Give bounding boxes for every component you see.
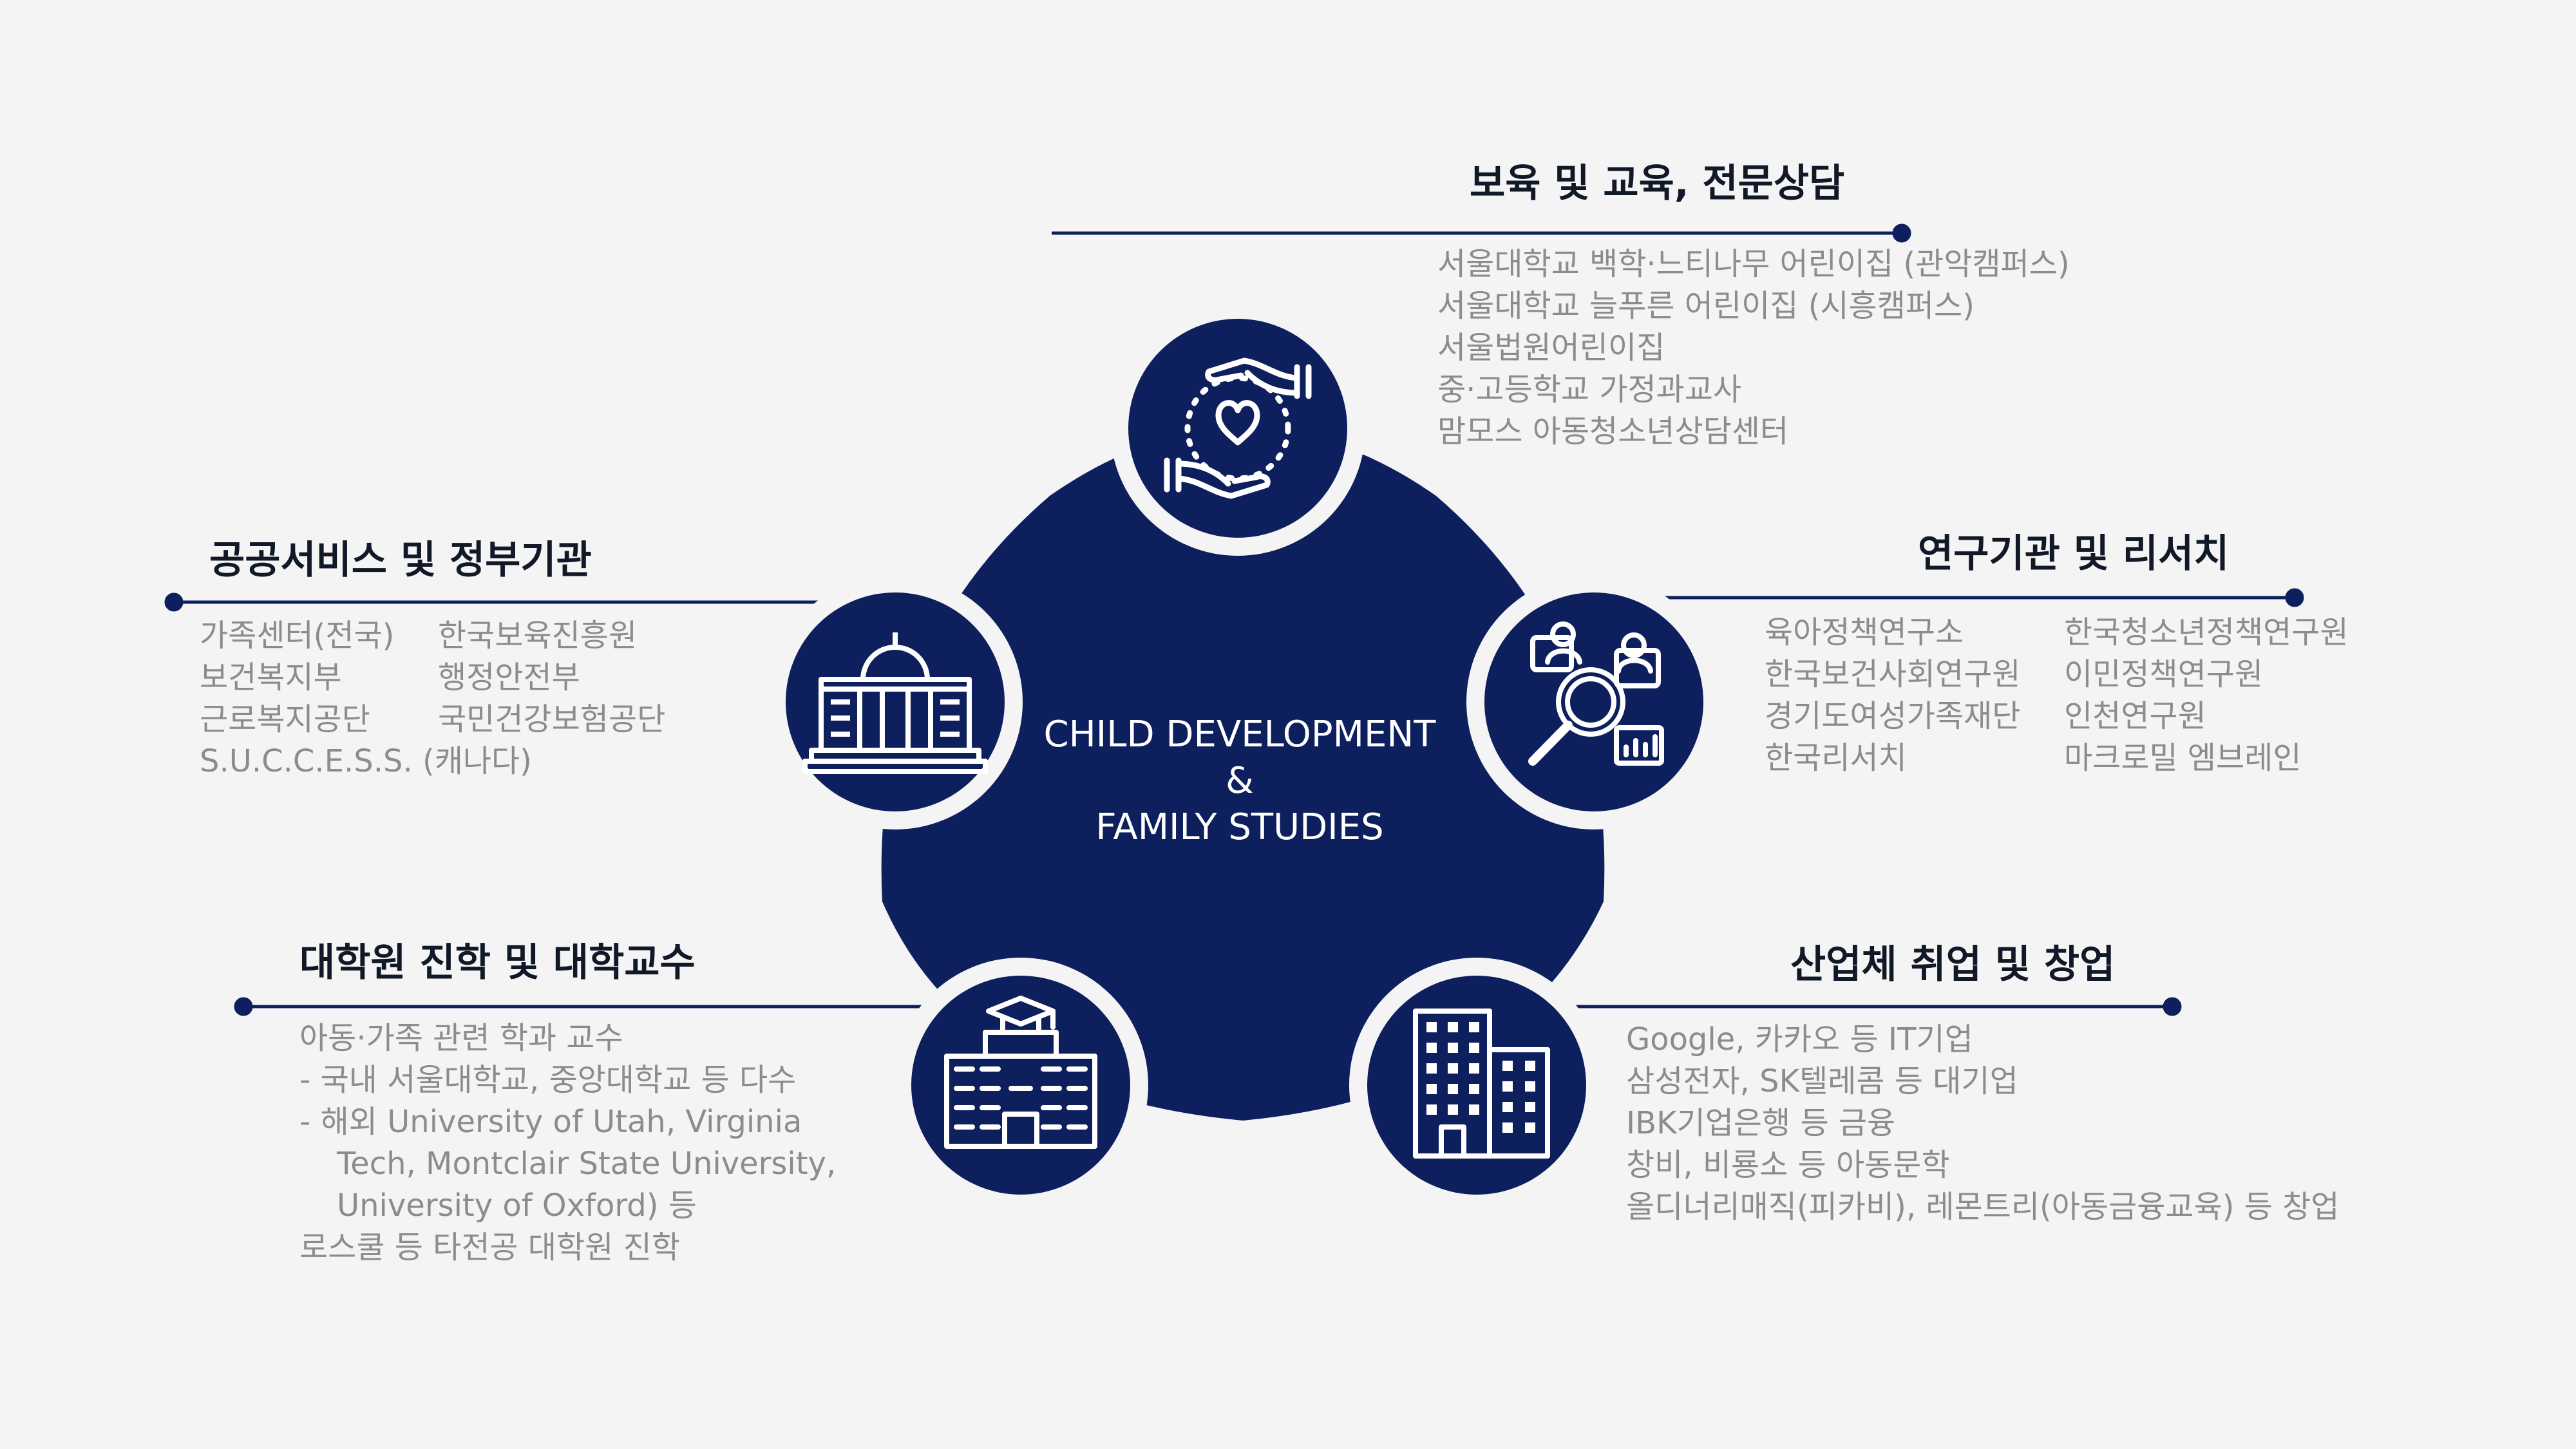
list-item: 중·고등학교 가정과교사	[1437, 372, 1742, 408]
list-item: 마크로밀 엠브레인	[2064, 740, 2302, 776]
university-building-icon	[944, 996, 1097, 1149]
list-item: IBK기업은행 등 금융	[1626, 1105, 1896, 1141]
node-research	[1466, 574, 1721, 829]
list-item: University of Oxford) 등	[337, 1188, 697, 1224]
list-item: S.U.C.C.E.S.S. (캐나다)	[200, 743, 532, 779]
connector-right-dot	[2285, 588, 2304, 607]
list-item: Google, 카카오 등 IT기업	[1626, 1021, 1973, 1057]
public-list: 가족센터(전국) 한국보육진흥원 보건복지부 행정안전부 근로복지공단 국민건강…	[200, 615, 665, 782]
center-pentagon	[881, 428, 1605, 1121]
list-item: 육아정책연구소	[1765, 614, 1964, 650]
list-item: 근로복지공단	[200, 701, 370, 737]
list-item: 이민정책연구원	[2064, 656, 2264, 692]
node-graduate	[893, 958, 1148, 1213]
list-item: - 국내 서울대학교, 중앙대학교 등 다수	[299, 1062, 797, 1098]
industry-list: Google, 카카오 등 IT기업 삼성전자, SK텔레콤 등 대기업 IBK…	[1626, 1019, 2339, 1228]
list-item: 경기도여성가족재단	[1765, 698, 2021, 734]
childcare-list: 서울대학교 백학·느티나무 어린이집 (관악캠퍼스) 서울대학교 늘푸른 어린이…	[1437, 243, 2070, 453]
list-item: 삼성전자, SK텔레콤 등 대기업	[1626, 1063, 2018, 1099]
list-item: 올디너리매직(피카비), 레몬트리(아동금융교육) 등 창업	[1626, 1189, 2340, 1225]
list-item: 한국보육진흥원	[438, 618, 638, 654]
research-list: 육아정책연구소 한국청소년정책연구원 한국보건사회연구원 이민정책연구원 경기도…	[1765, 612, 2349, 779]
list-item: - 해외 University of Utah, Virginia	[299, 1104, 802, 1140]
graduate-list: 아동·가족 관련 학과 교수 - 국내 서울대학교, 중앙대학교 등 다수 - …	[299, 1018, 836, 1269]
office-building-icon	[1413, 1009, 1550, 1159]
list-item: 창비, 비룡소 등 아동문학	[1626, 1147, 1950, 1183]
list-item: 한국보건사회연구원	[1765, 656, 2021, 692]
connector-top-dot	[1892, 223, 1911, 243]
research-magnifier-icon	[1528, 621, 1664, 766]
list-item: 아동·가족 관련 학과 교수	[299, 1020, 623, 1056]
center-title: CHILD DEVELOPMENT & FAMILY STUDIES	[982, 712, 1497, 851]
graduate-heading: 대학원 진학 및 대학교수	[299, 940, 696, 985]
list-item: 한국청소년정책연구원	[2064, 614, 2349, 650]
public-heading: 공공서비스 및 정부기관	[209, 538, 592, 583]
list-item: Tech, Montclair State University,	[337, 1146, 837, 1182]
hands-heart-icon	[1164, 357, 1312, 499]
list-item: 국민건강보험공단	[438, 701, 666, 737]
list-item: 가족센터(전국)	[200, 618, 395, 654]
research-heading: 연구기관 및 리서치	[1918, 531, 2230, 576]
list-item: 서울대학교 늘푸른 어린이집 (시흥캠퍼스)	[1437, 288, 1975, 324]
industry-heading: 산업체 취업 및 창업	[1790, 942, 2116, 987]
center-title-line3: FAMILY STUDIES	[1095, 806, 1384, 848]
center-title-line1: CHILD DEVELOPMENT	[1043, 714, 1436, 755]
government-building-icon	[802, 632, 988, 774]
childcare-heading: 보육 및 교육, 전문상담	[1470, 161, 1845, 206]
connector-lines	[164, 223, 2304, 1016]
office-windows	[1426, 1022, 1535, 1133]
connector-bottom-left-dot	[234, 997, 253, 1016]
node-industry	[1349, 958, 1604, 1213]
list-item: 맘모스 아동청소년상담센터	[1437, 413, 1789, 450]
connector-left-dot	[164, 592, 184, 612]
list-item: 서울대학교 백학·느티나무 어린이집 (관악캠퍼스)	[1437, 246, 2070, 282]
list-item: 한국리서치	[1765, 740, 1907, 776]
center-title-line2: &	[1226, 760, 1254, 802]
list-item: 로스쿨 등 타전공 대학원 진학	[299, 1229, 680, 1265]
connector-bottom-right-dot	[2163, 997, 2182, 1016]
list-item: 서울법원어린이집	[1437, 330, 1665, 366]
list-item: 행정안전부	[438, 659, 580, 696]
list-item: 보건복지부	[200, 659, 342, 696]
node-childcare	[1110, 301, 1365, 556]
list-item: 인천연구원	[2064, 698, 2206, 734]
node-public	[768, 574, 1023, 829]
